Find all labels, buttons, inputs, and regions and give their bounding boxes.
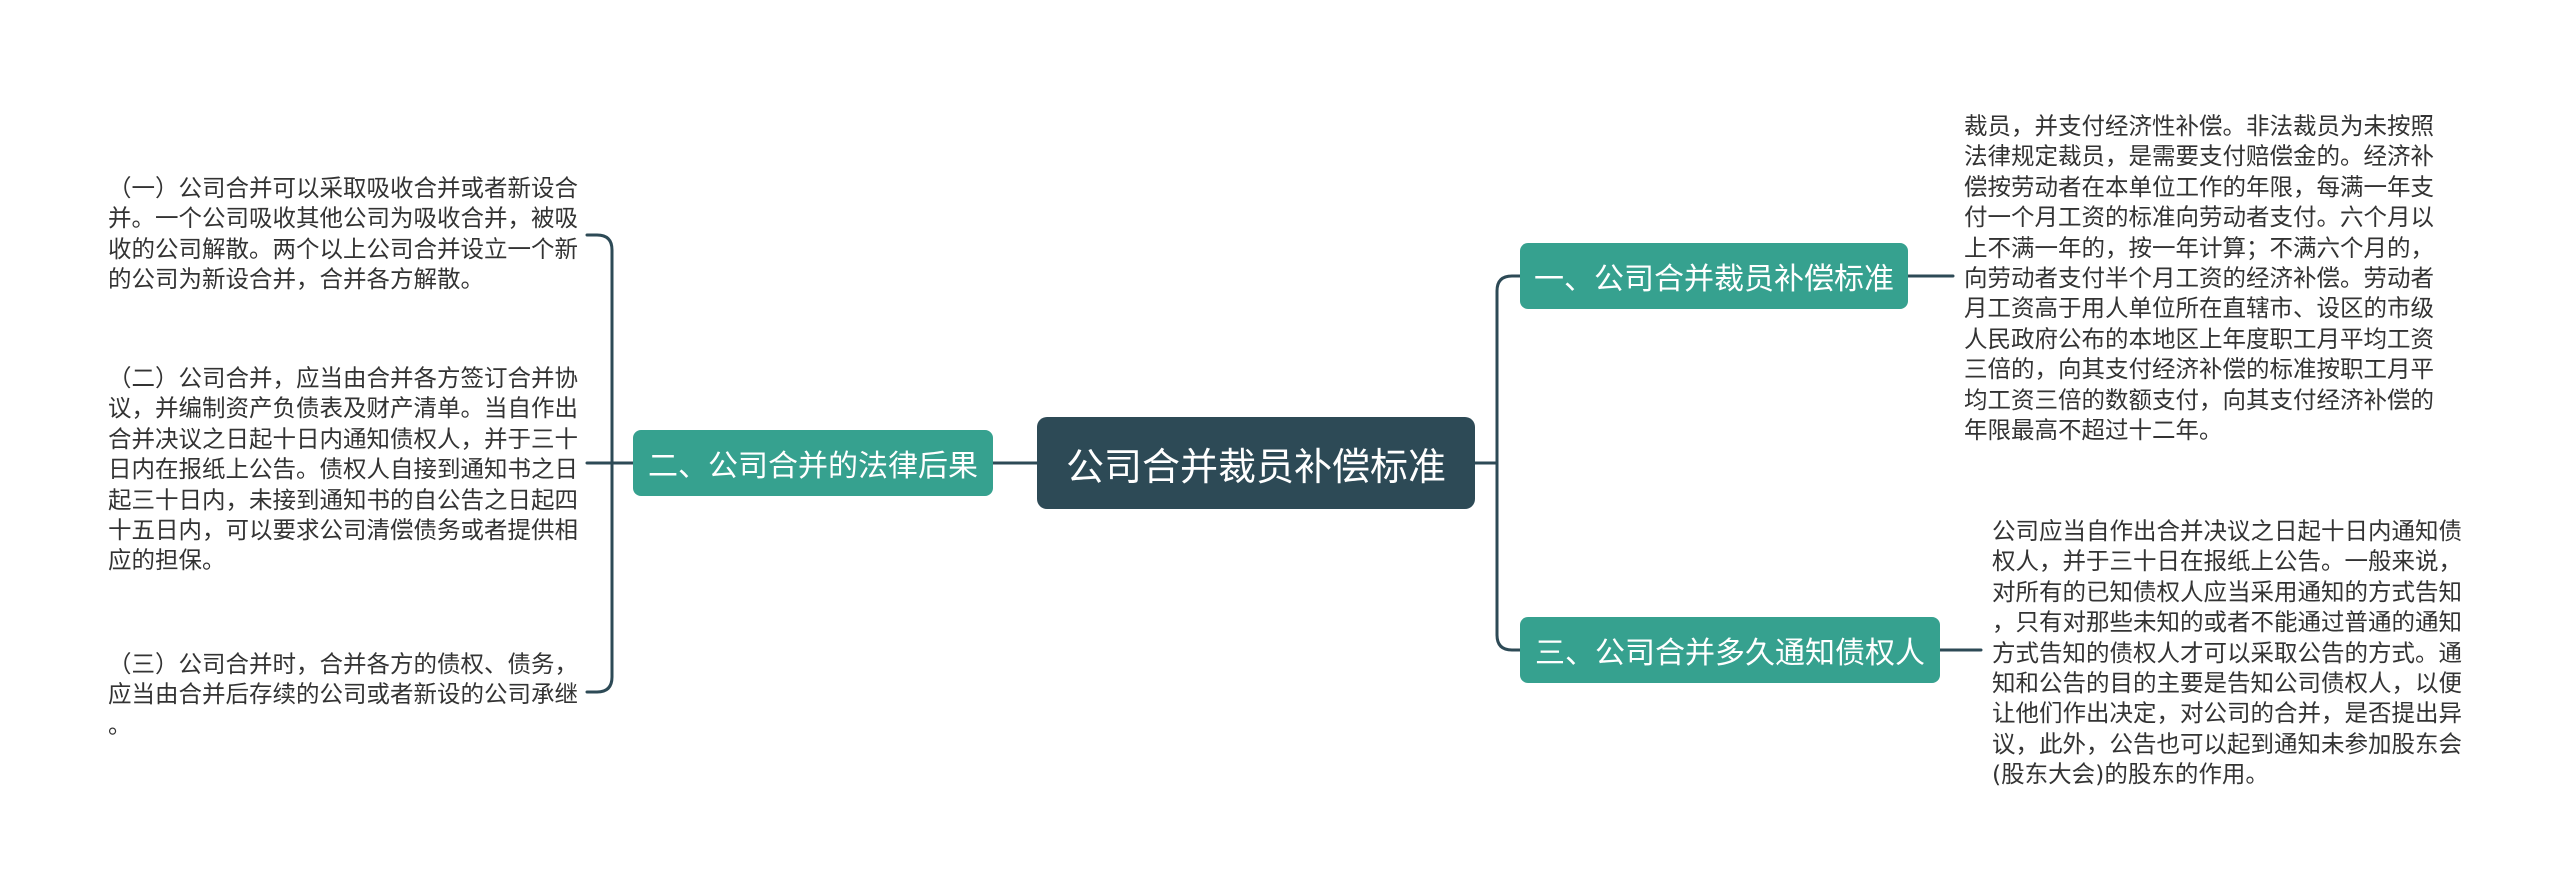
note-line: 日内在报纸上公告。债权人自接到通知书之日	[108, 455, 578, 484]
note-layoff-compensation: 裁员，并支付经济性补偿。非法裁员为未按照 法律规定裁员，是需要支付赔偿金的。经济…	[1964, 111, 2434, 445]
note-line: 收的公司解散。两个以上公司合并设立一个新	[108, 234, 578, 263]
note-line: 向劳动者支付半个月工资的经济补偿。劳动者	[1964, 263, 2434, 292]
branch-label: 三、公司合并多久通知债权人	[1535, 636, 1925, 671]
branch-label: 二、公司合并的法律后果	[648, 449, 978, 484]
note-line: 月工资高于用人单位所在直辖市、设区的市级	[1964, 294, 2434, 323]
note-creditor-notice: 公司应当自作出合并决议之日起十日内通知债 权人，并于三十日在报纸上公告。一般来说…	[1992, 516, 2462, 790]
note-line: 议，此外，公告也可以起到通知未参加股东会	[1992, 729, 2462, 758]
note-line: 法律规定裁员，是需要支付赔偿金的。经济补	[1964, 142, 2434, 171]
note-line: 方式告知的债权人才可以采取公告的方式。通	[1992, 638, 2462, 667]
note-line: (股东大会)的股东的作用。	[1992, 760, 2269, 789]
note-line: 议，并编制资产负债表及财产清单。当自作出	[108, 394, 578, 423]
note-line: 起三十日内，未接到通知书的自公告之日起四	[108, 485, 578, 514]
branch-label: 一、公司合并裁员补偿标准	[1534, 262, 1894, 297]
note-line: 知和公告的目的主要是告知公司债权人，以便	[1992, 668, 2462, 697]
note-line: 合并决议之日起十日内通知债权人，并于三十	[108, 424, 578, 453]
branch-node-3: 三、公司合并多久通知债权人	[1520, 617, 1940, 683]
note-line: （三）公司合并时，合并各方的债权、债务，	[108, 650, 578, 678]
note-debt-succession: （三）公司合并时，合并各方的债权、债务， 应当由合并后存续的公司或者新设的公司承…	[108, 649, 578, 740]
note-line: 均工资三倍的数额支付，向其支付经济补偿的	[1964, 385, 2434, 414]
note-merger-procedure: （二）公司合并，应当由合并各方签订合并协 议，并编制资产负债表及财产清单。当自作…	[108, 363, 578, 576]
note-line: ，只有对那些未知的或者不能通过普通的通知	[1992, 608, 2462, 637]
central-topic-label: 公司合并裁员补偿标准	[1065, 444, 1446, 489]
bracket-right-branches	[1495, 274, 1522, 652]
note-line: 权人，并于三十日在报纸上公告。一般来说，	[1992, 547, 2462, 576]
note-line: 对所有的已知债权人应当采用通知的方式告知	[1992, 577, 2462, 606]
note-line: 应当由合并后存续的公司或者新设的公司承继	[108, 680, 578, 709]
note-merger-types: （一）公司合并可以采取吸收合并或者新设合 并。一个公司吸收其他公司为吸收合并，被…	[108, 173, 578, 295]
note-line: 三倍的，向其支付经济补偿的标准按职工月平	[1964, 355, 2434, 384]
central-topic: 公司合并裁员补偿标准	[1037, 417, 1475, 509]
note-line: 公司应当自作出合并决议之日起十日内通知债	[1992, 517, 2462, 545]
note-line: 上不满一年的，按一年计算；不满六个月的，	[1964, 233, 2434, 262]
branch-node-1: 一、公司合并裁员补偿标准	[1520, 243, 1908, 309]
note-line: 让他们作出决定，对公司的合并，是否提出异	[1992, 699, 2462, 728]
note-line: 偿按劳动者在本单位工作的年限，每满一年支	[1964, 172, 2434, 201]
note-line: 的公司为新设合并，合并各方解散。	[108, 265, 484, 294]
note-line: 十五日内，可以要求公司清偿债务或者提供相	[108, 515, 578, 544]
note-line: （二）公司合并，应当由合并各方签订合并协	[108, 364, 578, 392]
note-line: 并。一个公司吸收其他公司为吸收合并，被吸	[108, 204, 578, 233]
note-line: 。	[108, 710, 132, 739]
note-line: （一）公司合并可以采取吸收合并或者新设合	[108, 174, 578, 202]
bracket-branch-2-notes	[585, 233, 614, 694]
note-line: 应的担保。	[108, 546, 226, 575]
branch-node-2: 二、公司合并的法律后果	[633, 430, 993, 496]
note-line: 人民政府公布的本地区上年度职工月平均工资	[1964, 324, 2434, 353]
note-line: 年限最高不超过十二年。	[1964, 415, 2223, 444]
note-line: 付一个月工资的标准向劳动者支付。六个月以	[1964, 203, 2434, 232]
note-line: 裁员，并支付经济性补偿。非法裁员为未按照	[1964, 112, 2434, 140]
